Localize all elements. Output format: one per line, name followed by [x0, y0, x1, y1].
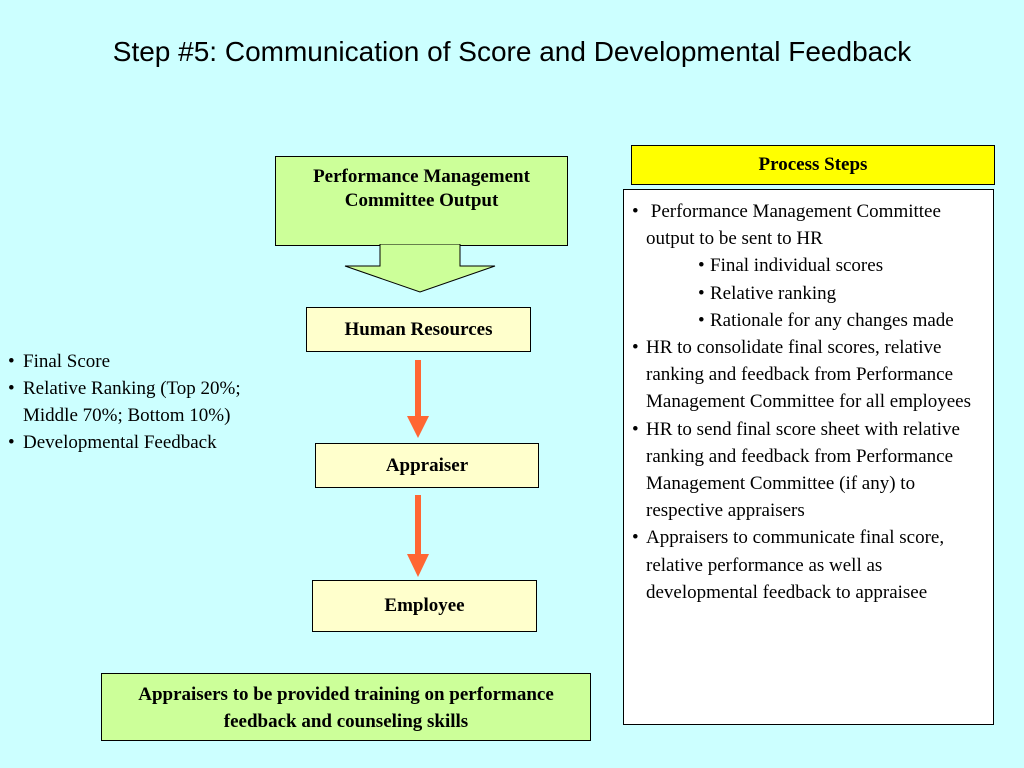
step-text: Performance Management Committee output …	[646, 201, 941, 250]
sub-list-item: Final individual scores	[698, 252, 983, 279]
list-item: Developmental Feedback	[8, 429, 268, 456]
process-steps-box: Performance Management Committee output …	[623, 189, 994, 725]
human-resources-box: Human Resources	[306, 307, 531, 352]
list-item: HR to send final score sheet with relati…	[632, 416, 983, 525]
list-item: Appraisers to communicate final score, r…	[632, 524, 983, 606]
pmc-output-box: Performance Management Committee Output	[275, 156, 568, 246]
training-note-box: Appraisers to be provided training on pe…	[101, 673, 591, 741]
arrow-hr-to-appraiser-icon	[407, 360, 429, 438]
page-title: Step #5: Communication of Score and Deve…	[112, 36, 912, 67]
list-item: Performance Management Committee output …	[632, 198, 983, 334]
sub-list: Final individual scores Relative ranking…	[646, 252, 983, 334]
list-item: Relative Ranking (Top 20%; Middle 70%; B…	[8, 375, 268, 429]
big-down-arrow-icon	[344, 244, 496, 293]
list-item: Final Score	[8, 348, 268, 375]
employee-box: Employee	[312, 580, 537, 632]
sub-list-item: Relative ranking	[698, 280, 983, 307]
sub-list-item: Rationale for any changes made	[698, 307, 983, 334]
process-steps-list: Performance Management Committee output …	[632, 198, 983, 606]
score-components-list: Final Score Relative Ranking (Top 20%; M…	[8, 348, 268, 456]
appraiser-box: Appraiser	[315, 443, 539, 488]
arrow-appraiser-to-employee-icon	[407, 495, 429, 577]
process-steps-header: Process Steps	[631, 145, 995, 185]
list-item: HR to consolidate final scores, relative…	[632, 334, 983, 416]
